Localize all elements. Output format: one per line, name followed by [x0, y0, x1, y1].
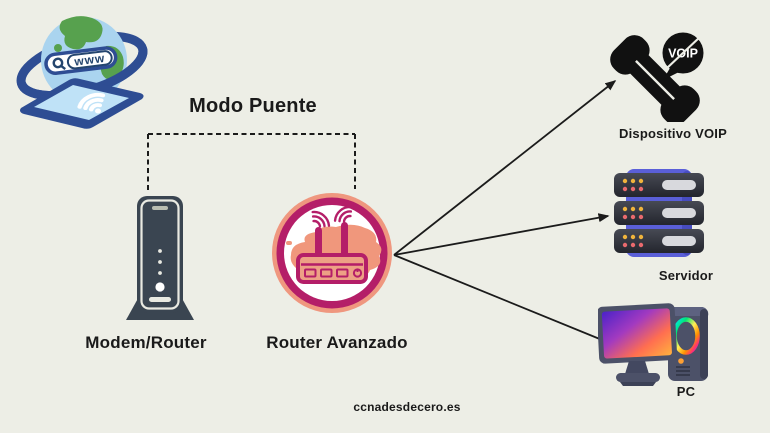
watermark: ccnadesdecero.es: [353, 400, 461, 414]
modem-label: Modem/Router: [85, 333, 207, 352]
arrow-router-to-pc: [393, 254, 614, 345]
voip-label: Dispositivo VOIP: [619, 126, 727, 141]
diagram-title: Modo Puente: [189, 95, 317, 117]
router-label: Router Avanzado: [266, 333, 408, 352]
magnifier-icon: [52, 57, 66, 71]
arrow-router-to-server: [393, 213, 610, 256]
voip-phone-icon: VOIP: [610, 32, 704, 122]
bridge-dashed-bracket: [147, 133, 356, 191]
pc-monitor: [598, 303, 678, 364]
www-text: www: [73, 51, 106, 69]
handset: [610, 35, 700, 122]
server-label: Servidor: [658, 268, 714, 283]
wifi-tablet: [20, 78, 144, 129]
www-search-bar: www: [44, 46, 118, 75]
wifi-icon: [77, 92, 106, 114]
server-icon: [614, 169, 704, 257]
modem-icon: [126, 196, 194, 320]
pc-icon: [598, 303, 709, 386]
pc-tower: [667, 306, 709, 381]
router-glyph: [296, 205, 368, 284]
arrow-router-to-voip: [393, 80, 617, 256]
server-units: [614, 173, 704, 253]
pc-label: PC: [676, 384, 696, 399]
router-badge-icon: [272, 193, 392, 313]
internet-globe-icon: www: [16, 16, 148, 129]
voip-speech-bubble: VOIP: [662, 32, 704, 80]
